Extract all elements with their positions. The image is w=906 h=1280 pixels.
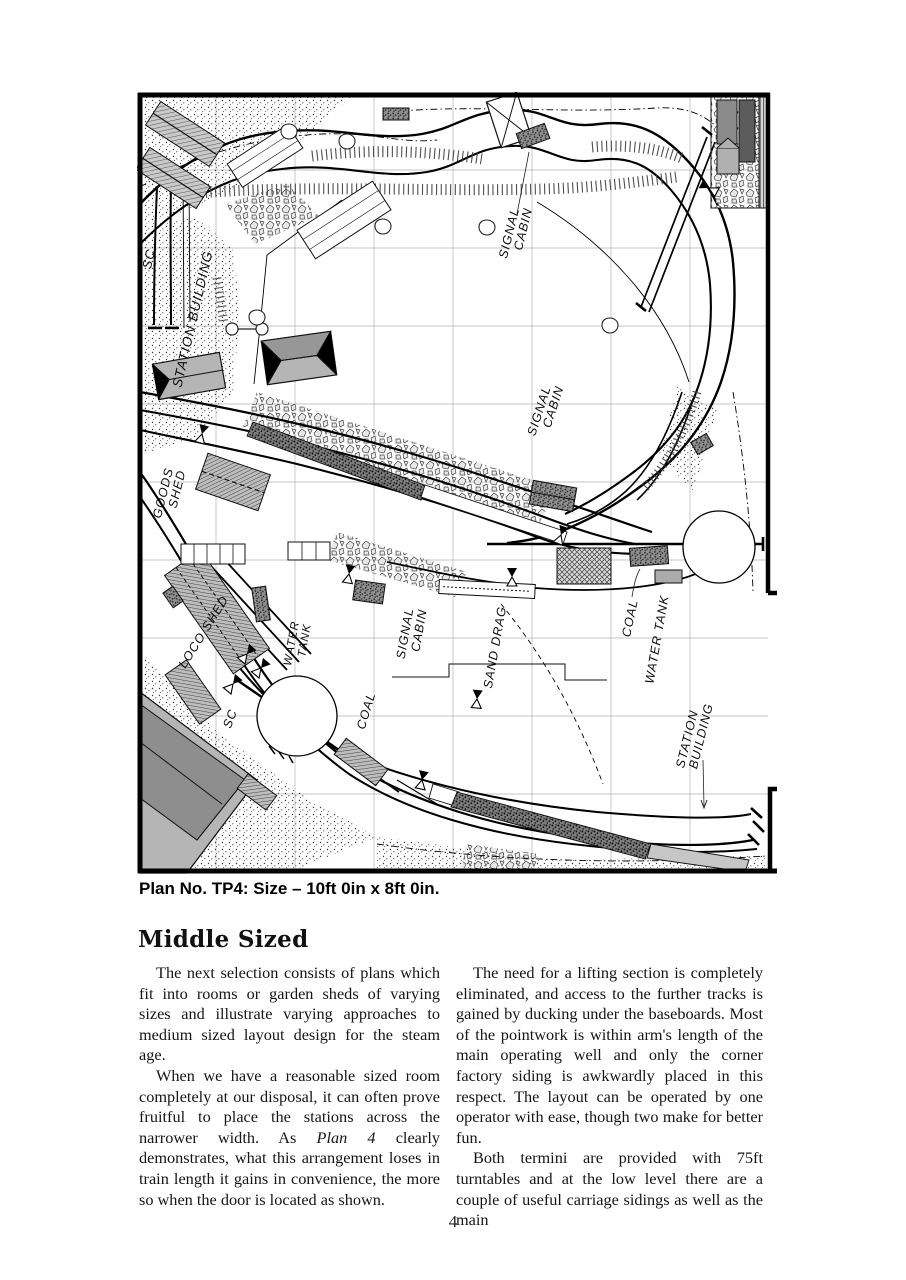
label-sand-drag: SAND DRAG bbox=[481, 605, 509, 689]
track-plan-figure: SC STATION BUILDING SIGNAL CABIN SIGNAL … bbox=[137, 92, 777, 875]
water-tank-right-structure bbox=[628, 545, 670, 567]
plan-reference: Plan 4 bbox=[316, 1127, 376, 1147]
coal-stage-right bbox=[556, 547, 612, 585]
page-title: Middle Sized bbox=[138, 926, 309, 953]
track-plan-drawing: SC STATION BUILDING SIGNAL CABIN SIGNAL … bbox=[137, 92, 777, 874]
page-number: 4 bbox=[448, 1212, 458, 1231]
signal-cabin-mid-building bbox=[528, 479, 578, 513]
cattle-pens bbox=[180, 541, 331, 565]
platforms bbox=[246, 421, 750, 873]
store-right bbox=[654, 569, 683, 584]
station-house-topleft-1 bbox=[144, 100, 226, 168]
baseboard-border bbox=[137, 92, 777, 874]
plan-caption: Plan No. TP4: Size – 10ft 0in x 8ft 0in. bbox=[139, 879, 440, 898]
lineside-hut bbox=[382, 107, 410, 121]
text-column-right: The need for a lifting section is comple… bbox=[456, 963, 763, 1231]
loco-shed-building bbox=[163, 549, 271, 675]
turntable-lower bbox=[256, 675, 338, 757]
station-house-topleft-2 bbox=[137, 146, 211, 210]
embankment-hatching bbox=[186, 140, 702, 492]
goods-shed-building bbox=[194, 452, 272, 512]
text-column-left: The next selection consists of plans whi… bbox=[139, 963, 440, 1210]
paragraph: The next selection consists of plans whi… bbox=[139, 963, 440, 1065]
label-coal-right: COAL bbox=[619, 598, 641, 638]
buildings bbox=[137, 92, 770, 874]
label-sc-lower: SC bbox=[220, 707, 240, 730]
turntables bbox=[256, 510, 756, 764]
corner-factory bbox=[710, 95, 770, 209]
turntable-right bbox=[682, 510, 756, 584]
house-left bbox=[151, 351, 227, 401]
factory-bottom-left bbox=[139, 690, 278, 874]
label-water-tank-right: WATER TANK bbox=[642, 594, 671, 685]
coal-stage-left bbox=[333, 737, 389, 787]
leader-lines bbox=[516, 151, 708, 810]
paragraph: The need for a lifting section is comple… bbox=[456, 963, 763, 1147]
signal-cabin-bottom-building bbox=[352, 579, 386, 605]
buffer-stops bbox=[148, 125, 765, 846]
rodding-posts bbox=[225, 322, 269, 336]
hut-right bbox=[690, 432, 714, 456]
paragraph-text: clearly demonstrates, what this arrangem… bbox=[139, 1127, 440, 1209]
label-tank-left: TANK bbox=[296, 622, 314, 658]
platform-canopy-2 bbox=[296, 180, 392, 260]
paragraph: Both termini are provided with 75ft turn… bbox=[456, 1148, 763, 1230]
signal-cabin-top bbox=[515, 122, 551, 150]
paragraph: When we have a reasonable sized room com… bbox=[139, 1066, 440, 1210]
label-sc-upper: SC bbox=[139, 247, 158, 270]
label-coal-left: COAL bbox=[354, 691, 379, 731]
small-box bbox=[162, 585, 184, 609]
house-mid bbox=[260, 330, 338, 386]
paragraph-text: When we have a reasonable sized room com… bbox=[139, 1065, 440, 1147]
loco-store bbox=[164, 659, 222, 725]
water-tank-left-structure bbox=[251, 585, 271, 623]
